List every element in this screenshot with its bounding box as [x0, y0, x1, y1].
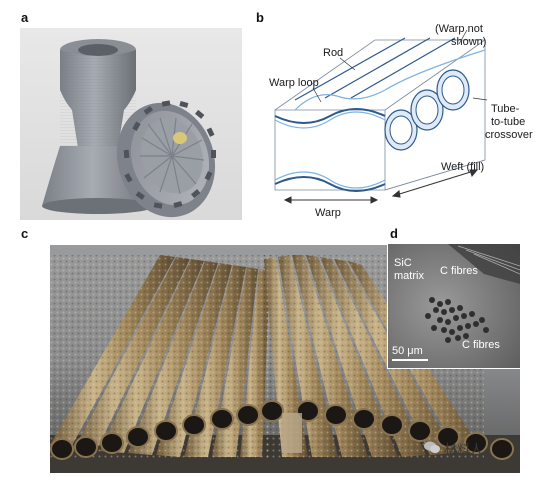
- label-sic-1: SiC: [394, 257, 412, 269]
- label-tube-1: Tube-: [491, 103, 520, 115]
- panel-label-b: b: [256, 10, 264, 25]
- panel-label-d: d: [390, 226, 398, 241]
- label-warp-not-shown-2: shown): [451, 36, 486, 48]
- woven-tube-schematic: (Warp not shown) Rod Warp loop Tube- to-…: [269, 23, 533, 219]
- label-scale: 50 μm: [392, 345, 423, 357]
- panel-c-photo: [50, 245, 520, 473]
- panel-d-sem-image: SiC matrix C fibres C fibres 50 μm: [387, 243, 521, 369]
- watermark-text: 材料人: [444, 442, 484, 457]
- label-sic-2: matrix: [394, 270, 424, 282]
- printed-cone-parts-image: [20, 28, 242, 220]
- label-rod: Rod: [323, 47, 343, 59]
- label-tube-2: to-tube: [491, 116, 525, 128]
- label-c-fibres-top: C fibres: [440, 265, 478, 277]
- woven-tubes-image: [50, 245, 520, 473]
- label-warp-not-shown-1: (Warp not: [435, 23, 483, 35]
- label-weft: Weft (fill): [441, 161, 484, 173]
- panel-label-a: a: [21, 10, 29, 25]
- panel-b-diagram: (Warp not shown) Rod Warp loop Tube- to-…: [255, 20, 535, 220]
- sem-micrograph: SiC matrix C fibres C fibres 50 μm: [388, 244, 520, 368]
- chat-bubble-icon: [424, 441, 440, 453]
- label-c-fibres-bottom: C fibres: [462, 339, 500, 351]
- panel-a-photo: [20, 28, 242, 220]
- panel-label-c: c: [21, 226, 29, 241]
- label-warp-loop: Warp loop: [269, 77, 319, 89]
- label-tube-3: crossover: [485, 129, 533, 141]
- label-warp: Warp: [315, 207, 341, 219]
